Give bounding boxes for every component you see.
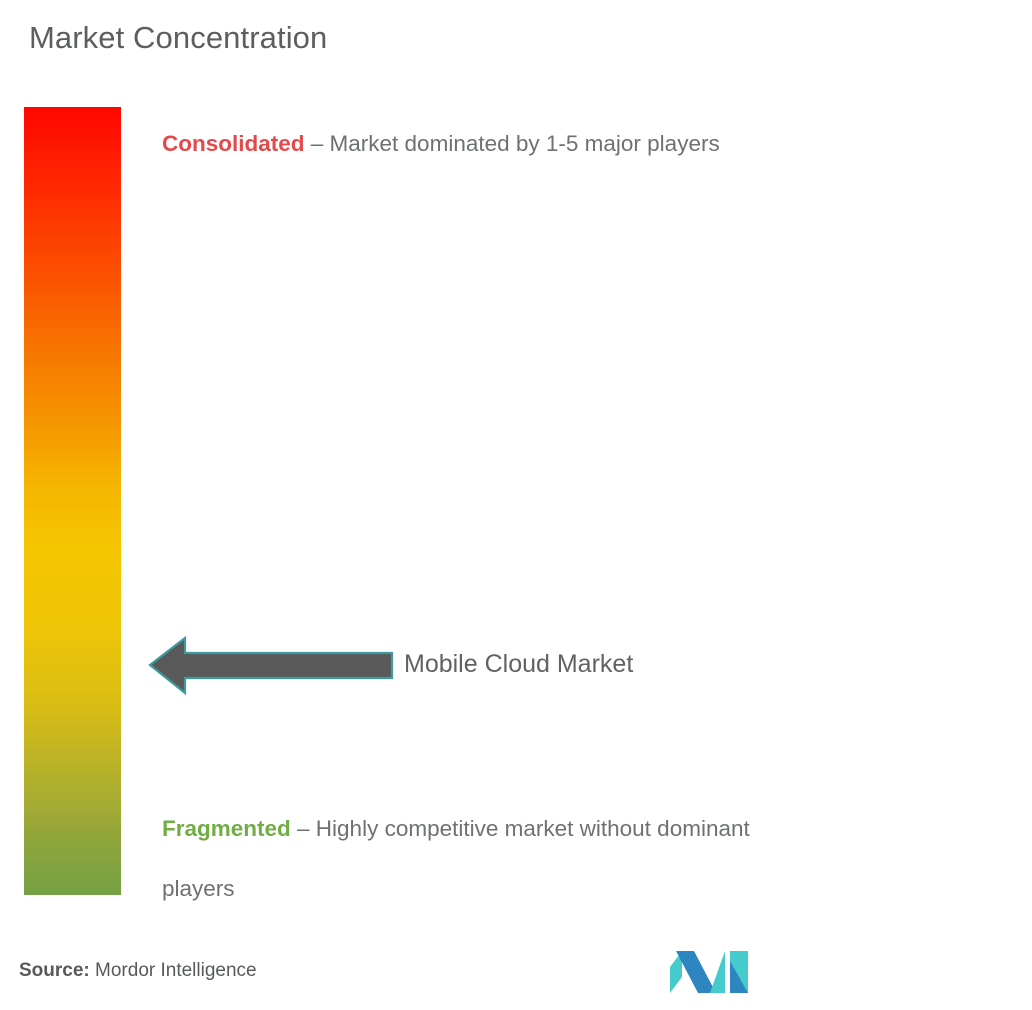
left-arrow-icon: [148, 635, 394, 696]
page-title: Market Concentration: [29, 20, 328, 55]
legend-consolidated-description: – Market dominated by 1-5 major players: [304, 131, 720, 156]
source-label: Source:: [19, 960, 90, 981]
legend-fragmented: Fragmented – Highly competitive market w…: [162, 799, 1002, 919]
source-note: Source: Mordor Intelligence: [19, 960, 257, 982]
source-value: Mordor Intelligence: [89, 960, 257, 981]
legend-consolidated: Consolidated – Market dominated by 1-5 m…: [162, 125, 720, 162]
legend-fragmented-term: Fragmented: [162, 816, 291, 841]
mordor-intelligence-logo-icon: [670, 951, 748, 993]
legend-consolidated-term: Consolidated: [162, 131, 305, 156]
legend-fragmented-description: – Highly competitive market without domi…: [290, 816, 750, 841]
legend-fragmented-description-line2: players: [162, 876, 235, 901]
market-concentration-gradient-bar: [24, 107, 121, 895]
marker-label: Mobile Cloud Market: [404, 650, 634, 678]
